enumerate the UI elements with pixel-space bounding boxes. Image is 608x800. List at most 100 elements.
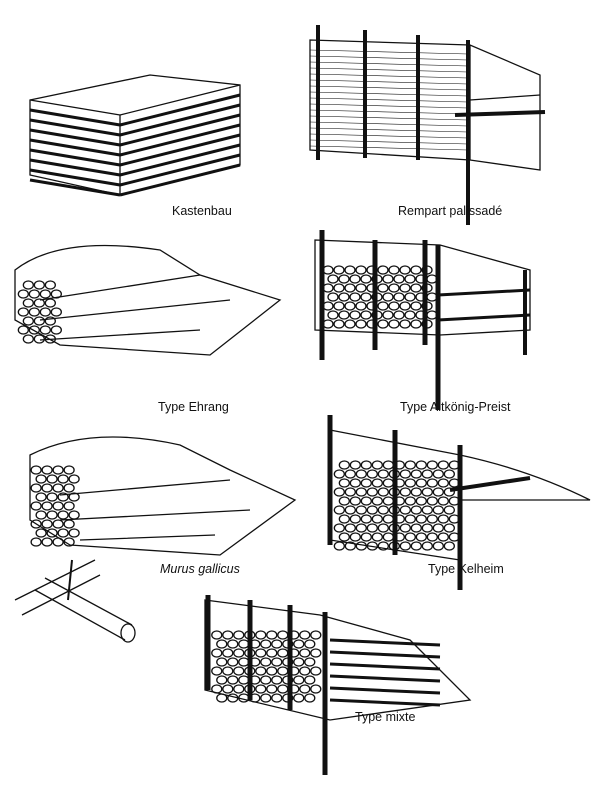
stone	[310, 666, 322, 676]
timber	[119, 163, 241, 197]
stone	[360, 532, 372, 542]
stone	[388, 487, 400, 497]
stone	[421, 265, 433, 275]
stone	[233, 630, 245, 640]
stone	[404, 496, 416, 506]
stone	[399, 523, 411, 533]
stone	[222, 684, 234, 694]
timber	[309, 67, 469, 73]
stone	[432, 469, 444, 479]
stone	[349, 460, 361, 470]
stone	[377, 487, 389, 497]
stone	[244, 648, 256, 658]
timber	[119, 103, 241, 137]
timber	[329, 698, 441, 707]
stone	[28, 289, 40, 299]
stone	[299, 648, 311, 658]
stone	[393, 310, 405, 320]
label-type-ehrang: Type Ehrang	[158, 400, 229, 414]
stone	[216, 693, 228, 703]
stone	[22, 316, 34, 326]
timber	[309, 127, 469, 133]
stone	[366, 301, 378, 311]
stone	[366, 469, 378, 479]
stone	[399, 319, 411, 329]
stone	[322, 301, 334, 311]
stone	[410, 319, 422, 329]
stone	[333, 283, 345, 293]
timber	[309, 49, 469, 55]
stone	[404, 478, 416, 488]
stone	[415, 478, 427, 488]
stone	[437, 460, 449, 470]
stone	[255, 666, 267, 676]
stone	[41, 501, 53, 511]
stone	[233, 666, 245, 676]
stone	[349, 532, 361, 542]
stone	[366, 523, 378, 533]
stone	[388, 469, 400, 479]
stone	[30, 537, 42, 547]
stone	[443, 487, 455, 497]
stone	[211, 630, 223, 640]
stone	[30, 519, 42, 529]
timber	[119, 133, 241, 167]
stone	[46, 492, 58, 502]
stone	[415, 496, 427, 506]
stone	[50, 307, 62, 317]
stone	[255, 648, 267, 658]
stone	[388, 265, 400, 275]
stone	[233, 648, 245, 658]
stone	[271, 675, 283, 685]
stone	[415, 292, 427, 302]
stone	[52, 519, 64, 529]
stone	[277, 648, 289, 658]
stone	[333, 469, 345, 479]
stone	[349, 274, 361, 284]
stone	[410, 487, 422, 497]
stone	[360, 514, 372, 524]
stone	[366, 265, 378, 275]
stone	[355, 301, 367, 311]
stone	[17, 307, 29, 317]
stone	[344, 319, 356, 329]
stone	[304, 675, 316, 685]
stone	[41, 483, 53, 493]
stone	[349, 292, 361, 302]
stone	[57, 474, 69, 484]
timber	[329, 686, 441, 695]
stone	[310, 648, 322, 658]
stone	[63, 537, 75, 547]
stone	[415, 274, 427, 284]
stone	[333, 505, 345, 515]
stone	[211, 648, 223, 658]
stone	[33, 280, 45, 290]
stone	[68, 510, 80, 520]
stone	[288, 630, 300, 640]
stone	[39, 325, 51, 335]
label-murus-gallicus: Murus gallicus	[160, 562, 240, 576]
stone	[404, 514, 416, 524]
stone	[410, 265, 422, 275]
stone	[443, 541, 455, 551]
stone	[22, 334, 34, 344]
label-kastenbau: Kastenbau	[172, 204, 232, 218]
timber	[29, 138, 121, 157]
stone	[432, 505, 444, 515]
stone	[371, 496, 383, 506]
stone	[377, 541, 389, 551]
stone	[366, 541, 378, 551]
stone	[421, 319, 433, 329]
stone	[426, 460, 438, 470]
stone	[443, 505, 455, 515]
stone	[410, 505, 422, 515]
stone	[50, 325, 62, 335]
stone	[35, 510, 47, 520]
timber	[309, 139, 469, 145]
stone	[355, 319, 367, 329]
stone	[333, 541, 345, 551]
stone	[355, 523, 367, 533]
stone	[371, 274, 383, 284]
stone	[426, 310, 438, 320]
stone	[404, 460, 416, 470]
